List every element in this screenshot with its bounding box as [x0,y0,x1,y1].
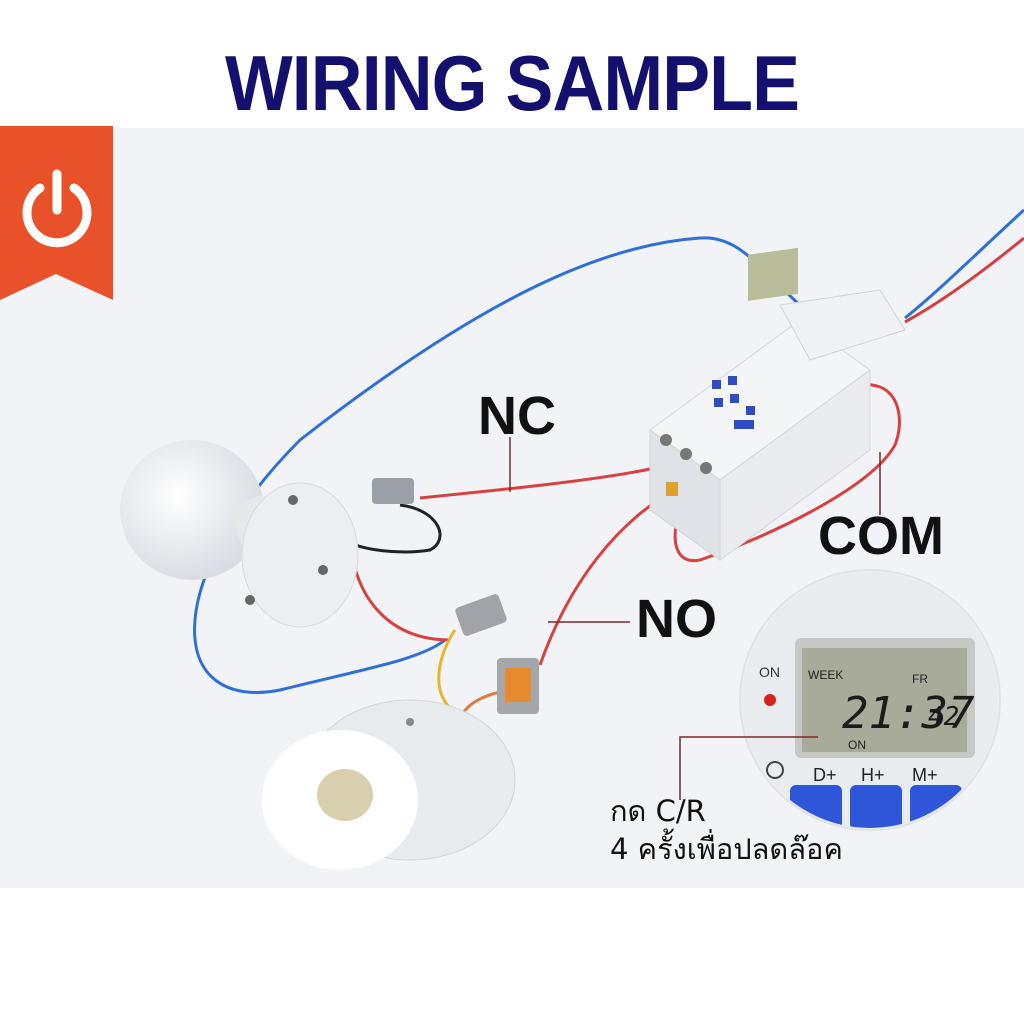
com-label: COM [818,506,944,566]
lens-time: 21:37 [842,688,975,739]
lens-week-label: WEEK [808,668,844,682]
caption-line-2: 4 ครั้งเพื่อปลดล๊อค [610,832,843,866]
power-icon [22,169,92,248]
lens-button-m: M+ [912,765,938,785]
page-title: WIRING SAMPLE [224,39,800,127]
lamp-holder-1 [241,482,359,628]
digital-timer [649,247,906,561]
lamp1-black [344,503,442,554]
lens-button-h: H+ [861,765,885,785]
lens-on-indicator: ON [848,738,866,752]
com-wire [673,383,901,563]
brand-badge [0,126,113,300]
lens-on-label: ON [759,664,780,680]
neutral-wire [193,208,1024,694]
light-bulb [120,440,264,580]
connector-top [372,478,414,504]
lens-leader [679,736,818,800]
nc-wire [419,466,656,500]
caption-line-1: กด C/R [610,794,706,828]
unlock-caption: กด C/R 4 ครั้งเพื่อปลดล๊อค [610,792,843,868]
lens-seconds: 42 [928,702,960,732]
no-label: NO [636,589,717,649]
lamp1-live [350,554,451,642]
lens-day-label: FR [912,672,928,686]
lens-button-d: D+ [813,765,837,785]
nc-label: NC [478,386,556,446]
neutral-wire-b [904,236,1024,324]
connector-mid [455,594,507,636]
